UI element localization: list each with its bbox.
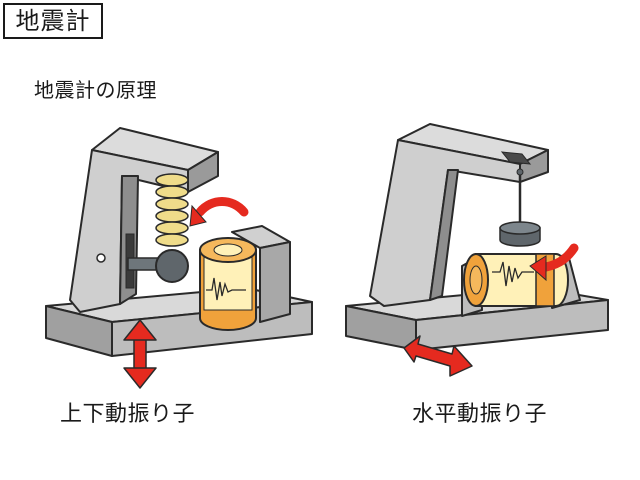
rotation-arrow (195, 197, 249, 217)
hinge-slot (500, 151, 532, 165)
horizontal-motion-arrow (403, 335, 473, 377)
page-title: 地震計 (3, 3, 103, 39)
pendulum-weight (155, 249, 189, 283)
right-frame (369, 123, 549, 307)
pendulum-arm (127, 249, 189, 283)
left-recording-drum (199, 237, 257, 331)
waveform-trace (206, 277, 246, 301)
left-frame (69, 127, 219, 313)
rotation-arrowhead (189, 204, 207, 227)
horizontal-pendulum-caption: 水平動振り子 (412, 402, 548, 427)
frame-hole (96, 253, 106, 263)
vertical-pendulum-caption: 上下動振り子 (60, 402, 196, 427)
vertical-pendulum-illustration (45, 127, 313, 389)
spring (155, 173, 189, 247)
diagram-subtitle: 地震計の原理 (34, 78, 157, 102)
left-drum-holder (231, 225, 291, 323)
waveform-trace-horizontal (492, 261, 534, 287)
vertical-motion-arrow (123, 319, 157, 389)
horizontal-pendulum-illustration (345, 123, 609, 377)
suspended-weight (499, 168, 541, 247)
rotation-arrowhead-right (529, 255, 547, 282)
